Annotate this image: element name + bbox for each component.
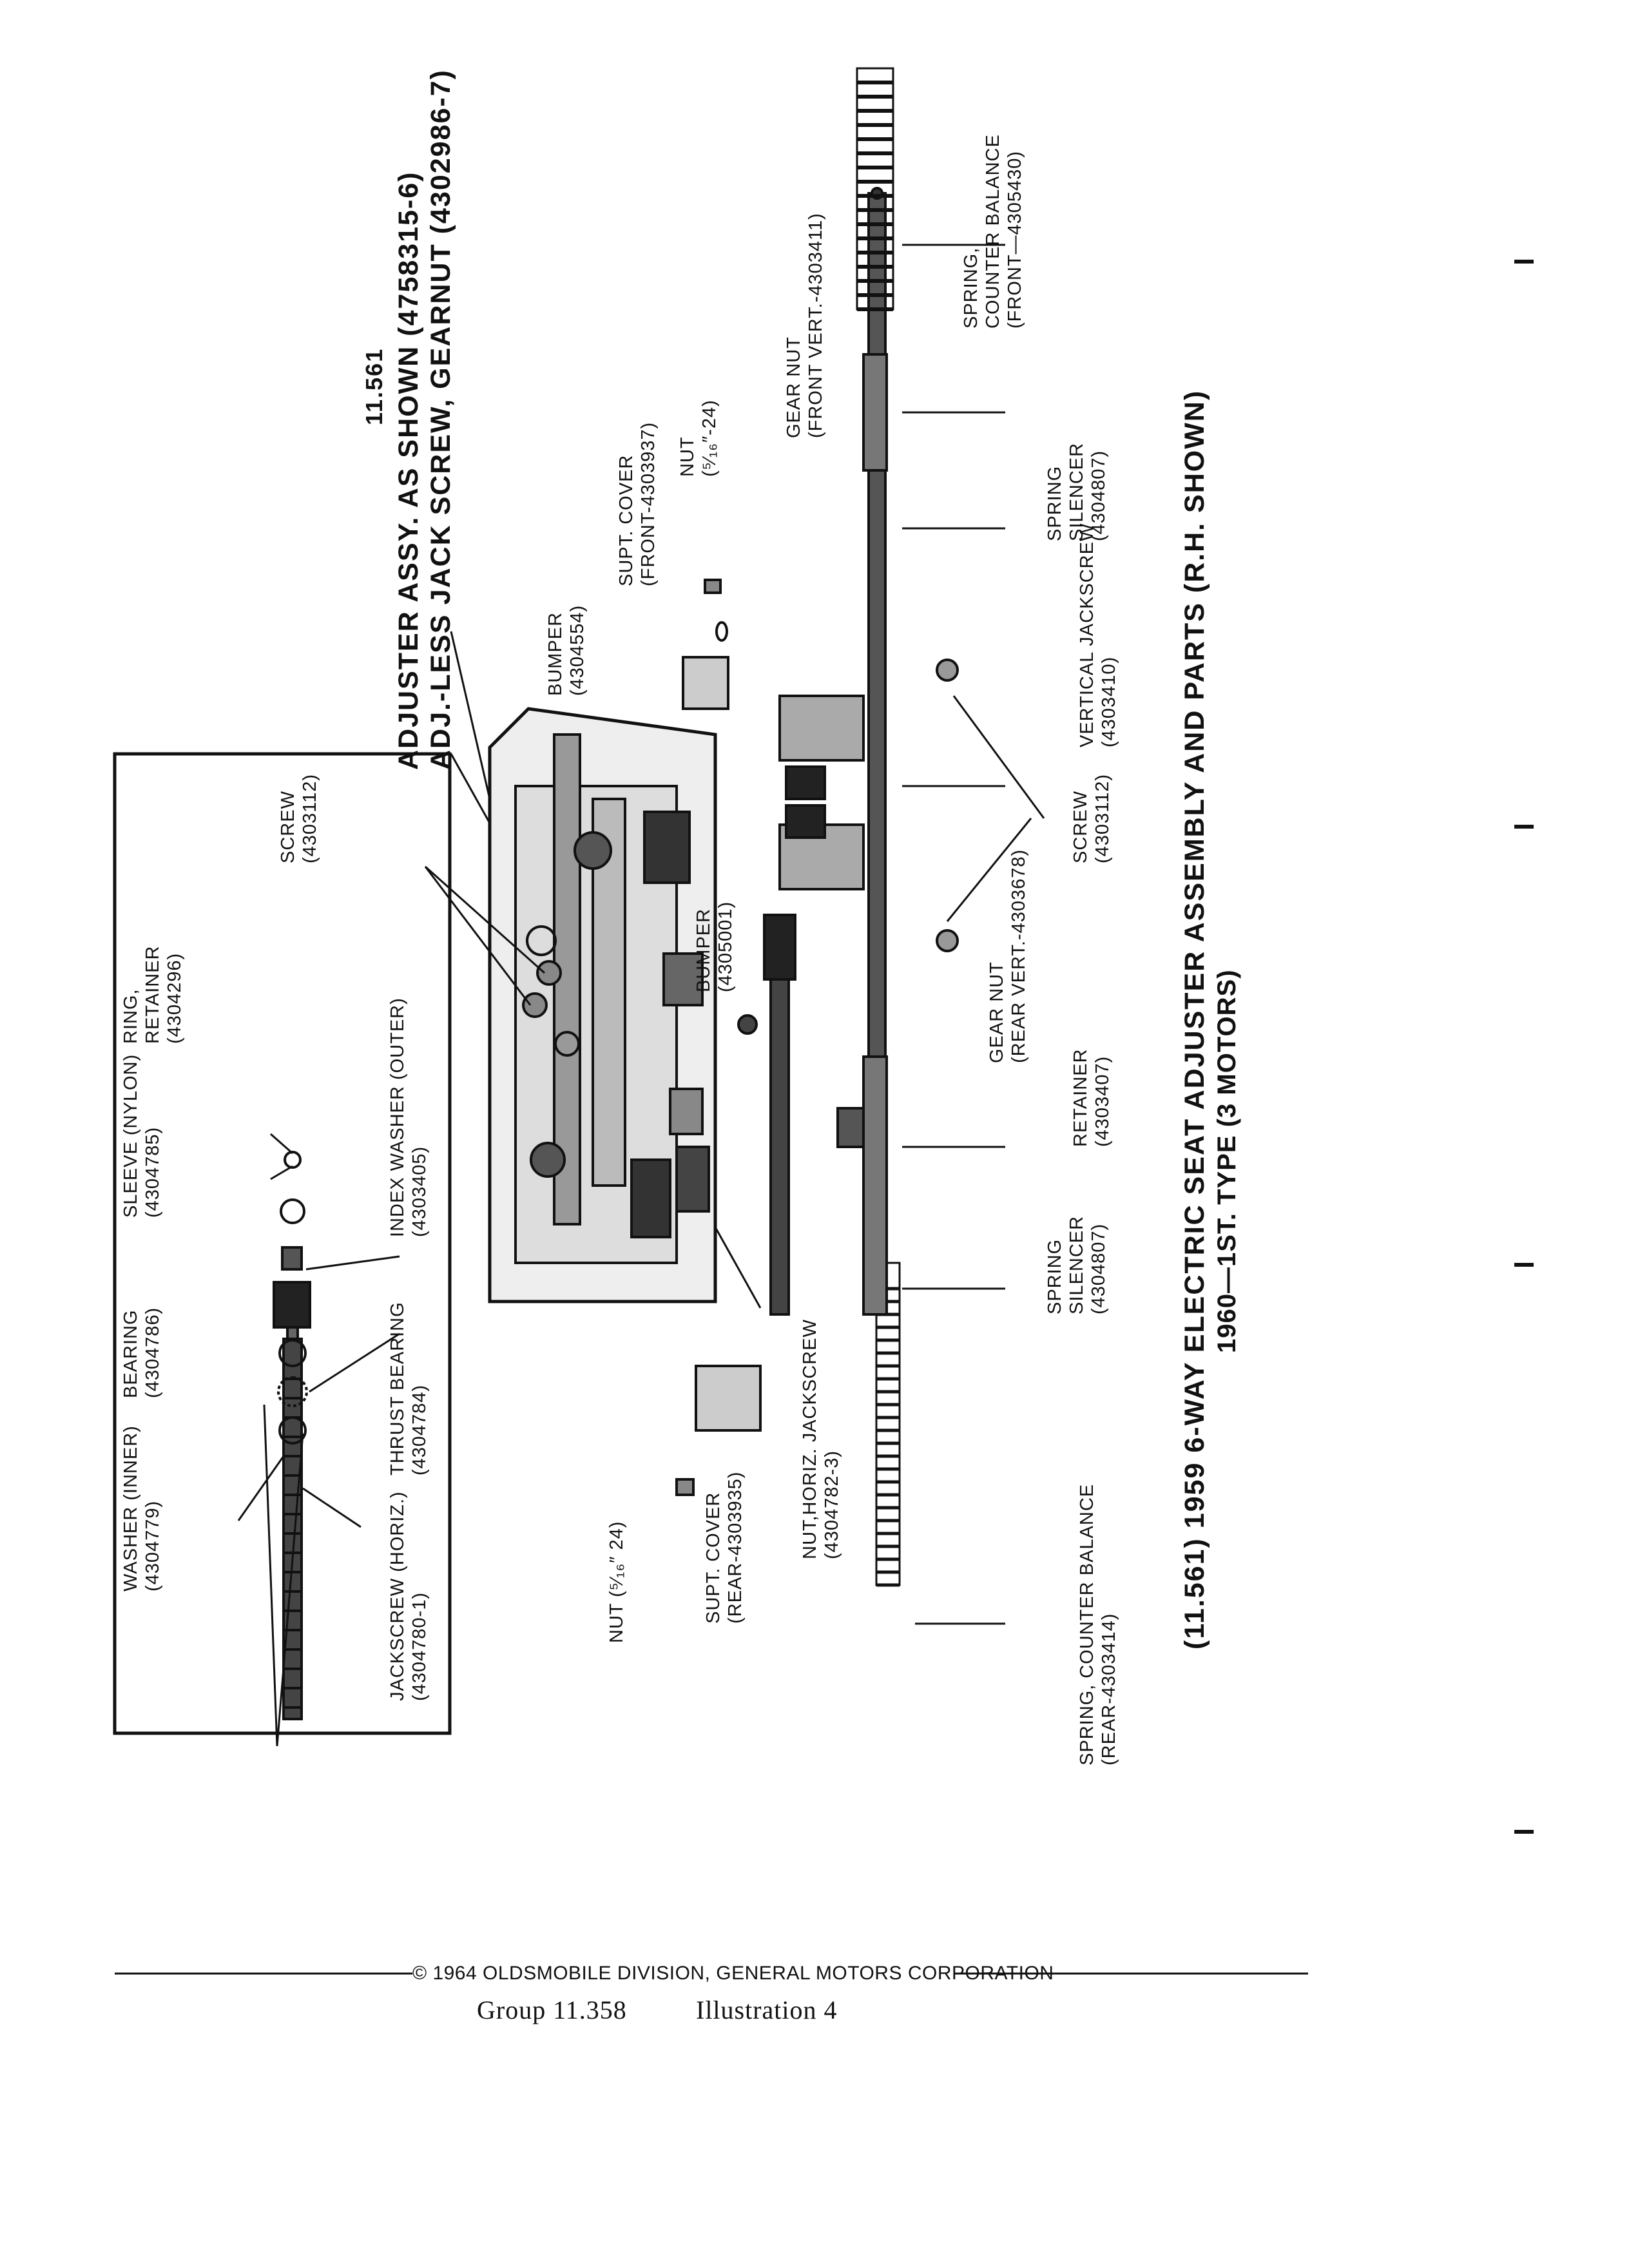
bumper-1-shape	[785, 804, 826, 839]
bumper-2-shape	[785, 765, 826, 800]
screw-top-1-shape	[536, 960, 562, 986]
gear-nut-front-shape	[778, 695, 865, 762]
inset-bearing-shape	[273, 1281, 311, 1329]
copyright-line: © 1964 OLDSMOBILE DIVISION, GENERAL MOTO…	[412, 1963, 1054, 1984]
spring-silencer-bottom-shape	[862, 1055, 888, 1316]
screw-top-2-shape	[522, 992, 548, 1018]
inset-thrust-bearing-shape	[277, 1376, 308, 1407]
illustration-number: Illustration 4	[696, 1995, 838, 2024]
nut-front-shape	[704, 579, 722, 594]
screw-bottom-1-shape	[936, 929, 959, 952]
inset-sleeve-shape	[281, 1246, 303, 1271]
supt-cover-rear-shape	[695, 1365, 762, 1432]
inset-index-washer-shape	[280, 1198, 305, 1224]
spring-silencer-top-shape	[862, 353, 888, 472]
adjuster-assembly-shape	[488, 707, 717, 1303]
inset-washer-inner-shape	[278, 1416, 307, 1445]
bumper-mid-shape	[737, 1014, 758, 1035]
inset-washer-2-shape	[278, 1339, 307, 1367]
supt-cover-front-shape	[682, 656, 729, 710]
screw-bottom-2-shape	[936, 658, 959, 682]
horizontal-jackscrew-shape	[763, 914, 796, 1316]
group-number: Group 11.358	[477, 1995, 627, 2024]
nut-rear-shape	[675, 1478, 695, 1496]
inset-box	[113, 752, 452, 1735]
